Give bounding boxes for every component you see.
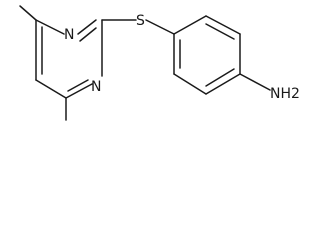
bond-benz-4-double xyxy=(205,68,235,87)
bond-benz-4 xyxy=(205,73,241,95)
atom-label-amine: NH2 xyxy=(270,86,300,102)
benzene-ring xyxy=(173,15,271,95)
bond-aryl-amine xyxy=(239,73,271,91)
bond-n-top-c2-double xyxy=(79,27,97,42)
bond-benz-5 xyxy=(173,73,207,95)
thioether-linkage xyxy=(101,19,175,35)
atom-label-sulfur: S xyxy=(136,13,145,29)
atom-label-n-bottom: N xyxy=(91,79,101,95)
bond-c-bottom-n-bottom-double xyxy=(67,79,89,92)
chemical-structure: N N S NH2 xyxy=(19,5,300,121)
bond-c-bottom-n-bottom xyxy=(65,83,93,99)
bond-sulfur-aryl xyxy=(145,19,175,35)
bond-benz-2 xyxy=(205,15,241,35)
bond-benz-2-double xyxy=(205,23,235,40)
bond-benz-1 xyxy=(173,15,207,35)
bond-methyl-top xyxy=(19,5,37,21)
atom-label-n-top: N xyxy=(64,27,74,43)
bond-c-top-n-top xyxy=(35,19,65,35)
bond-ch-c-bottom xyxy=(35,79,67,99)
pyrimidine-ring xyxy=(19,5,103,121)
bond-n-top-c2 xyxy=(77,19,97,35)
